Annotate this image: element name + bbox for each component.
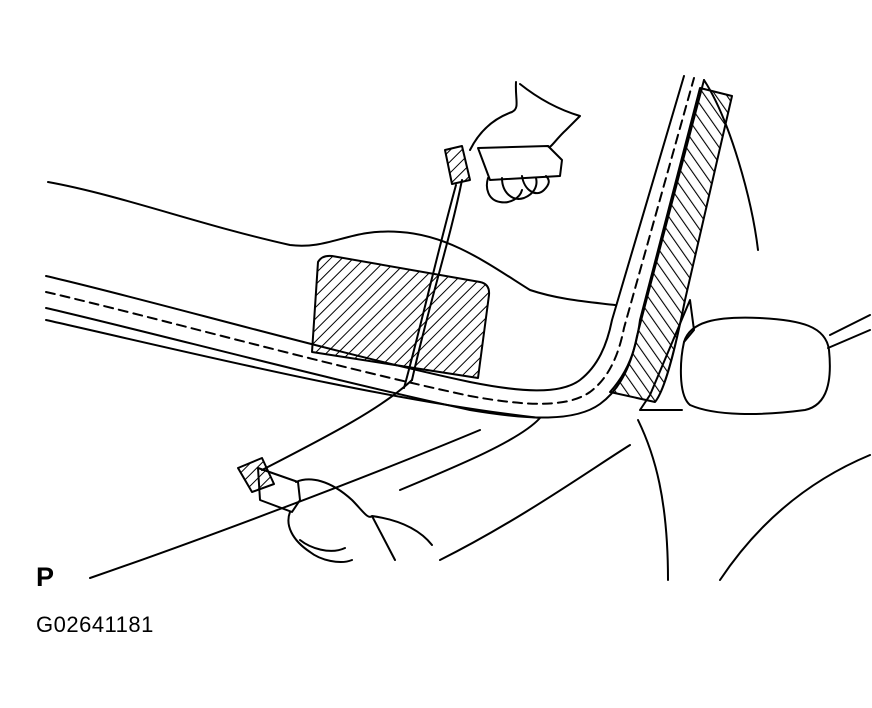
cutting-wire-return xyxy=(403,184,457,389)
upper-tool-head xyxy=(444,145,471,185)
figure-label-letter: P xyxy=(36,562,55,592)
hood-lower-line xyxy=(89,429,481,579)
upper-hand xyxy=(469,81,581,204)
upper-tool-handle xyxy=(477,145,563,181)
lower-tool-handle xyxy=(257,467,301,513)
lower-hand xyxy=(287,478,433,563)
hood-right-line xyxy=(439,444,631,561)
lower-tool-head xyxy=(237,457,275,493)
fender-line xyxy=(637,419,669,581)
dashboard-contour xyxy=(47,181,616,306)
molding-inner xyxy=(45,79,705,419)
mirror-mount xyxy=(639,299,695,411)
mirror-arm xyxy=(827,314,871,349)
figure-code: G02641181 xyxy=(36,612,154,637)
side-mirror xyxy=(679,316,831,415)
cutting-wire-upper xyxy=(411,179,463,381)
dashboard-vent xyxy=(311,254,491,379)
cutting-wire-lower xyxy=(261,379,413,471)
molding-outer xyxy=(45,75,685,392)
body-panel-line xyxy=(45,319,541,491)
a-pillar-trim xyxy=(609,87,733,403)
molding-middle xyxy=(45,77,695,405)
door-line xyxy=(719,454,871,581)
